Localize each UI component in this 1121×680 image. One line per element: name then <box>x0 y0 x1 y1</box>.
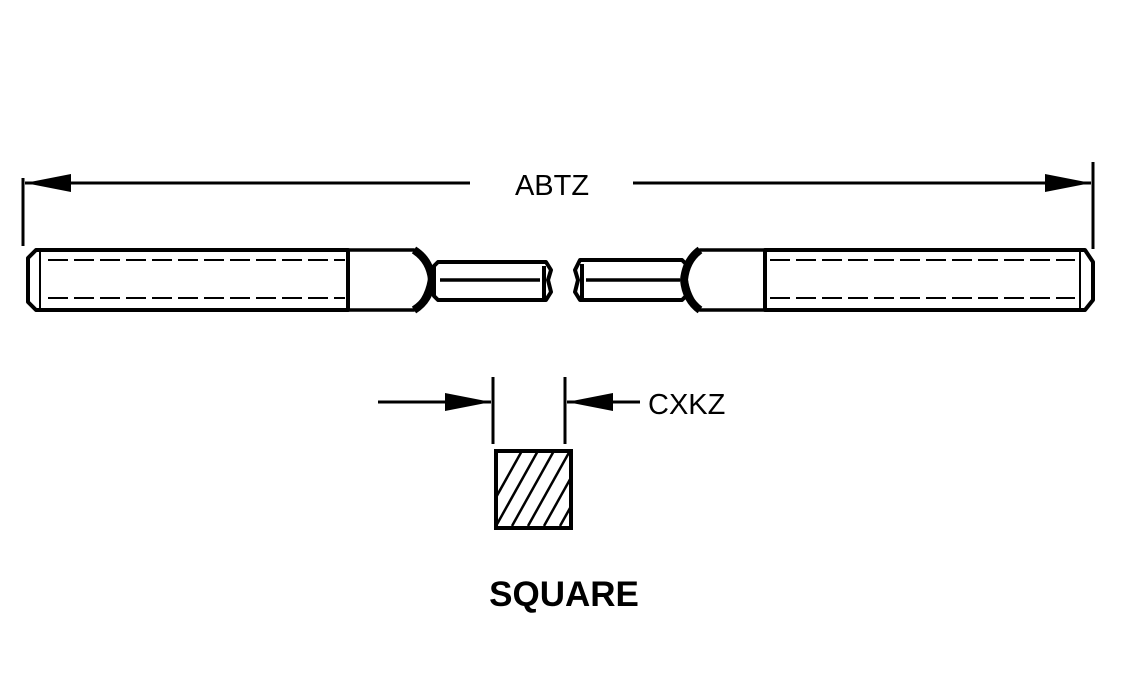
square-width-dimension: CXKZ <box>378 377 725 444</box>
bolt-left-half <box>26 246 553 314</box>
square-width-label: CXKZ <box>648 389 725 421</box>
left-square-shank <box>432 260 553 302</box>
right-threaded-end <box>763 248 1095 312</box>
bolt-right-half <box>573 246 1095 314</box>
section-hatching <box>498 453 569 526</box>
left-neck-fillet <box>411 246 436 314</box>
overall-length-dimension: ABTZ <box>21 162 1095 249</box>
left-shoulder <box>348 248 432 312</box>
right-shoulder <box>684 248 765 312</box>
overall-length-label: ABTZ <box>515 170 589 202</box>
section-title: SQUARE <box>489 575 639 614</box>
square-cross-section <box>494 449 573 530</box>
right-square-shank <box>573 258 688 302</box>
